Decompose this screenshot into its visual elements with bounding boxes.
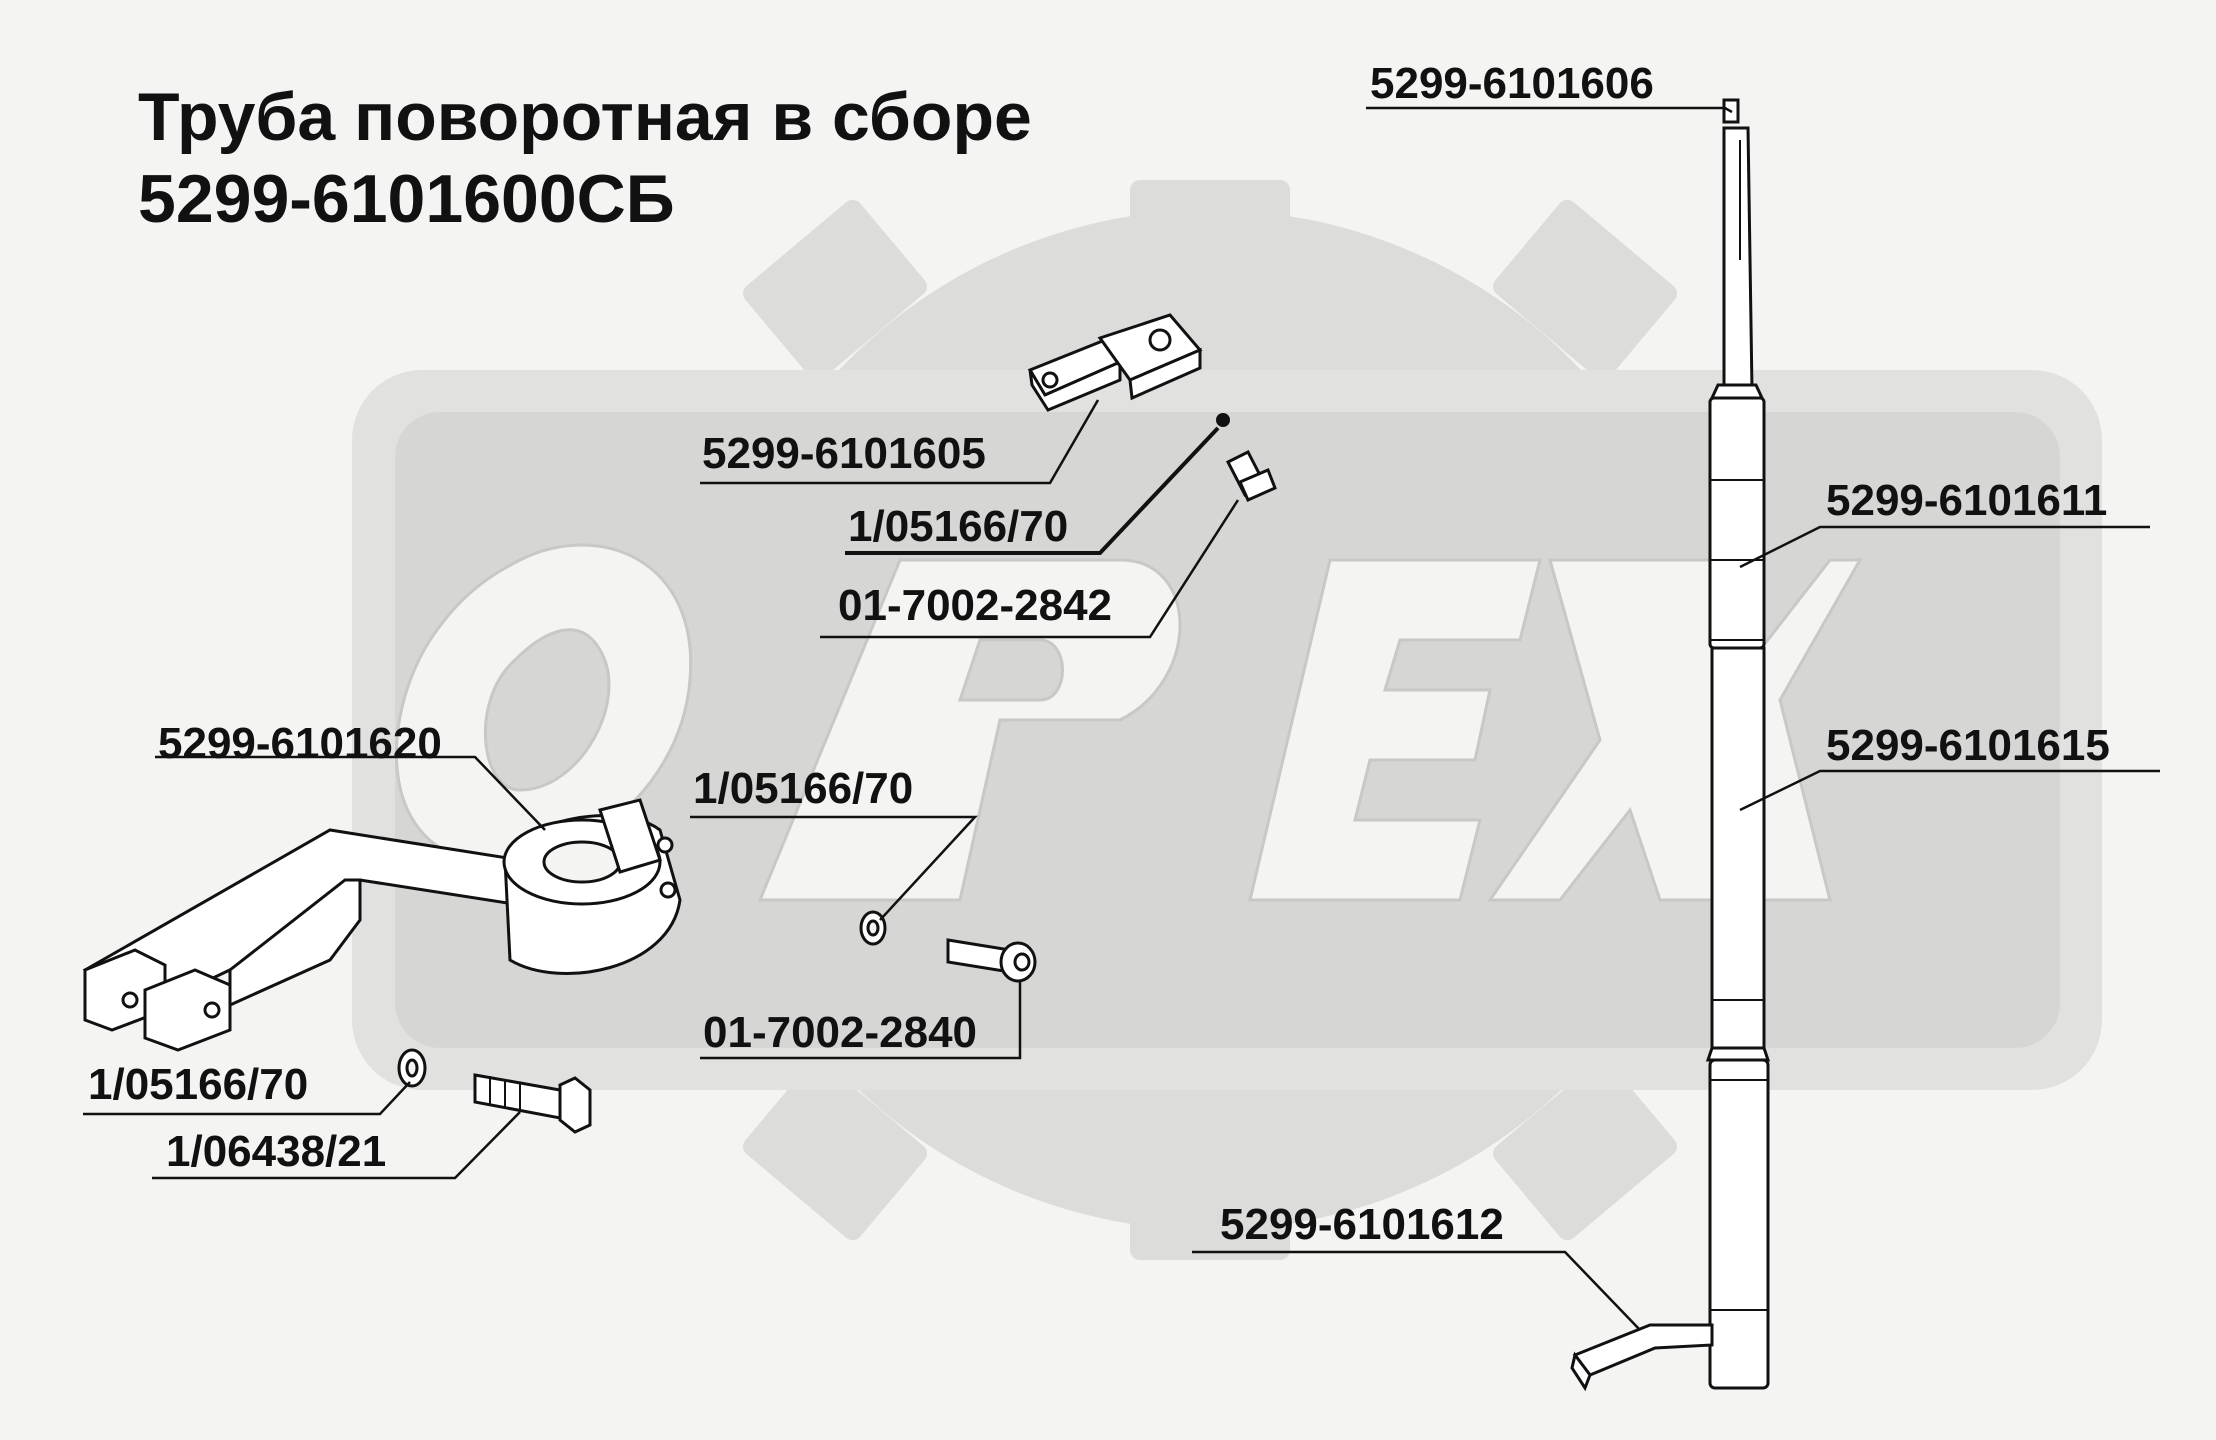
part-bolt-01-7002-2842 [1225, 449, 1277, 502]
part-bolt-1-06438-21 [473, 1073, 592, 1134]
part-bolt-01-7002-2840 [946, 938, 1037, 983]
part-label-p6: 5299-6101620 [158, 719, 442, 768]
part-label-p5: 5299-6101611 [1826, 476, 2108, 525]
part-label-p4: 01-7002-2842 [838, 581, 1113, 630]
part-label-p1: 5299-6101606 [1370, 59, 1654, 108]
leader-lines [83, 106, 2160, 1331]
part-label-p10: 1/05166/70 [88, 1060, 309, 1109]
part-label-p9: 01-7002-2840 [703, 1008, 978, 1057]
diagram-subtitle: 5299-6101600СБ [138, 161, 675, 237]
diagram-title: Труба поворотная в сборе [138, 79, 1032, 155]
part-label-p2: 5299-6101605 [702, 429, 986, 478]
part-label-p12: 5299-6101612 [1220, 1200, 1504, 1249]
part-lever-5299-6101605 [1027, 313, 1203, 412]
part-washer-1-05166-70-mid [859, 910, 887, 946]
part-pin-1-05166-70-top [1216, 413, 1230, 427]
part-label-p8: 5299-6101615 [1826, 721, 2110, 770]
part-bracket-5299-6101620 [82, 798, 682, 1052]
part-label-p11: 1/06438/21 [166, 1127, 387, 1176]
part-label-p3: 1/05166/70 [848, 502, 1069, 551]
part-washer-1-05166-70-low [397, 1048, 427, 1088]
part-label-p7: 1/05166/70 [693, 764, 914, 813]
part-tube-assembly [1570, 98, 1771, 1392]
